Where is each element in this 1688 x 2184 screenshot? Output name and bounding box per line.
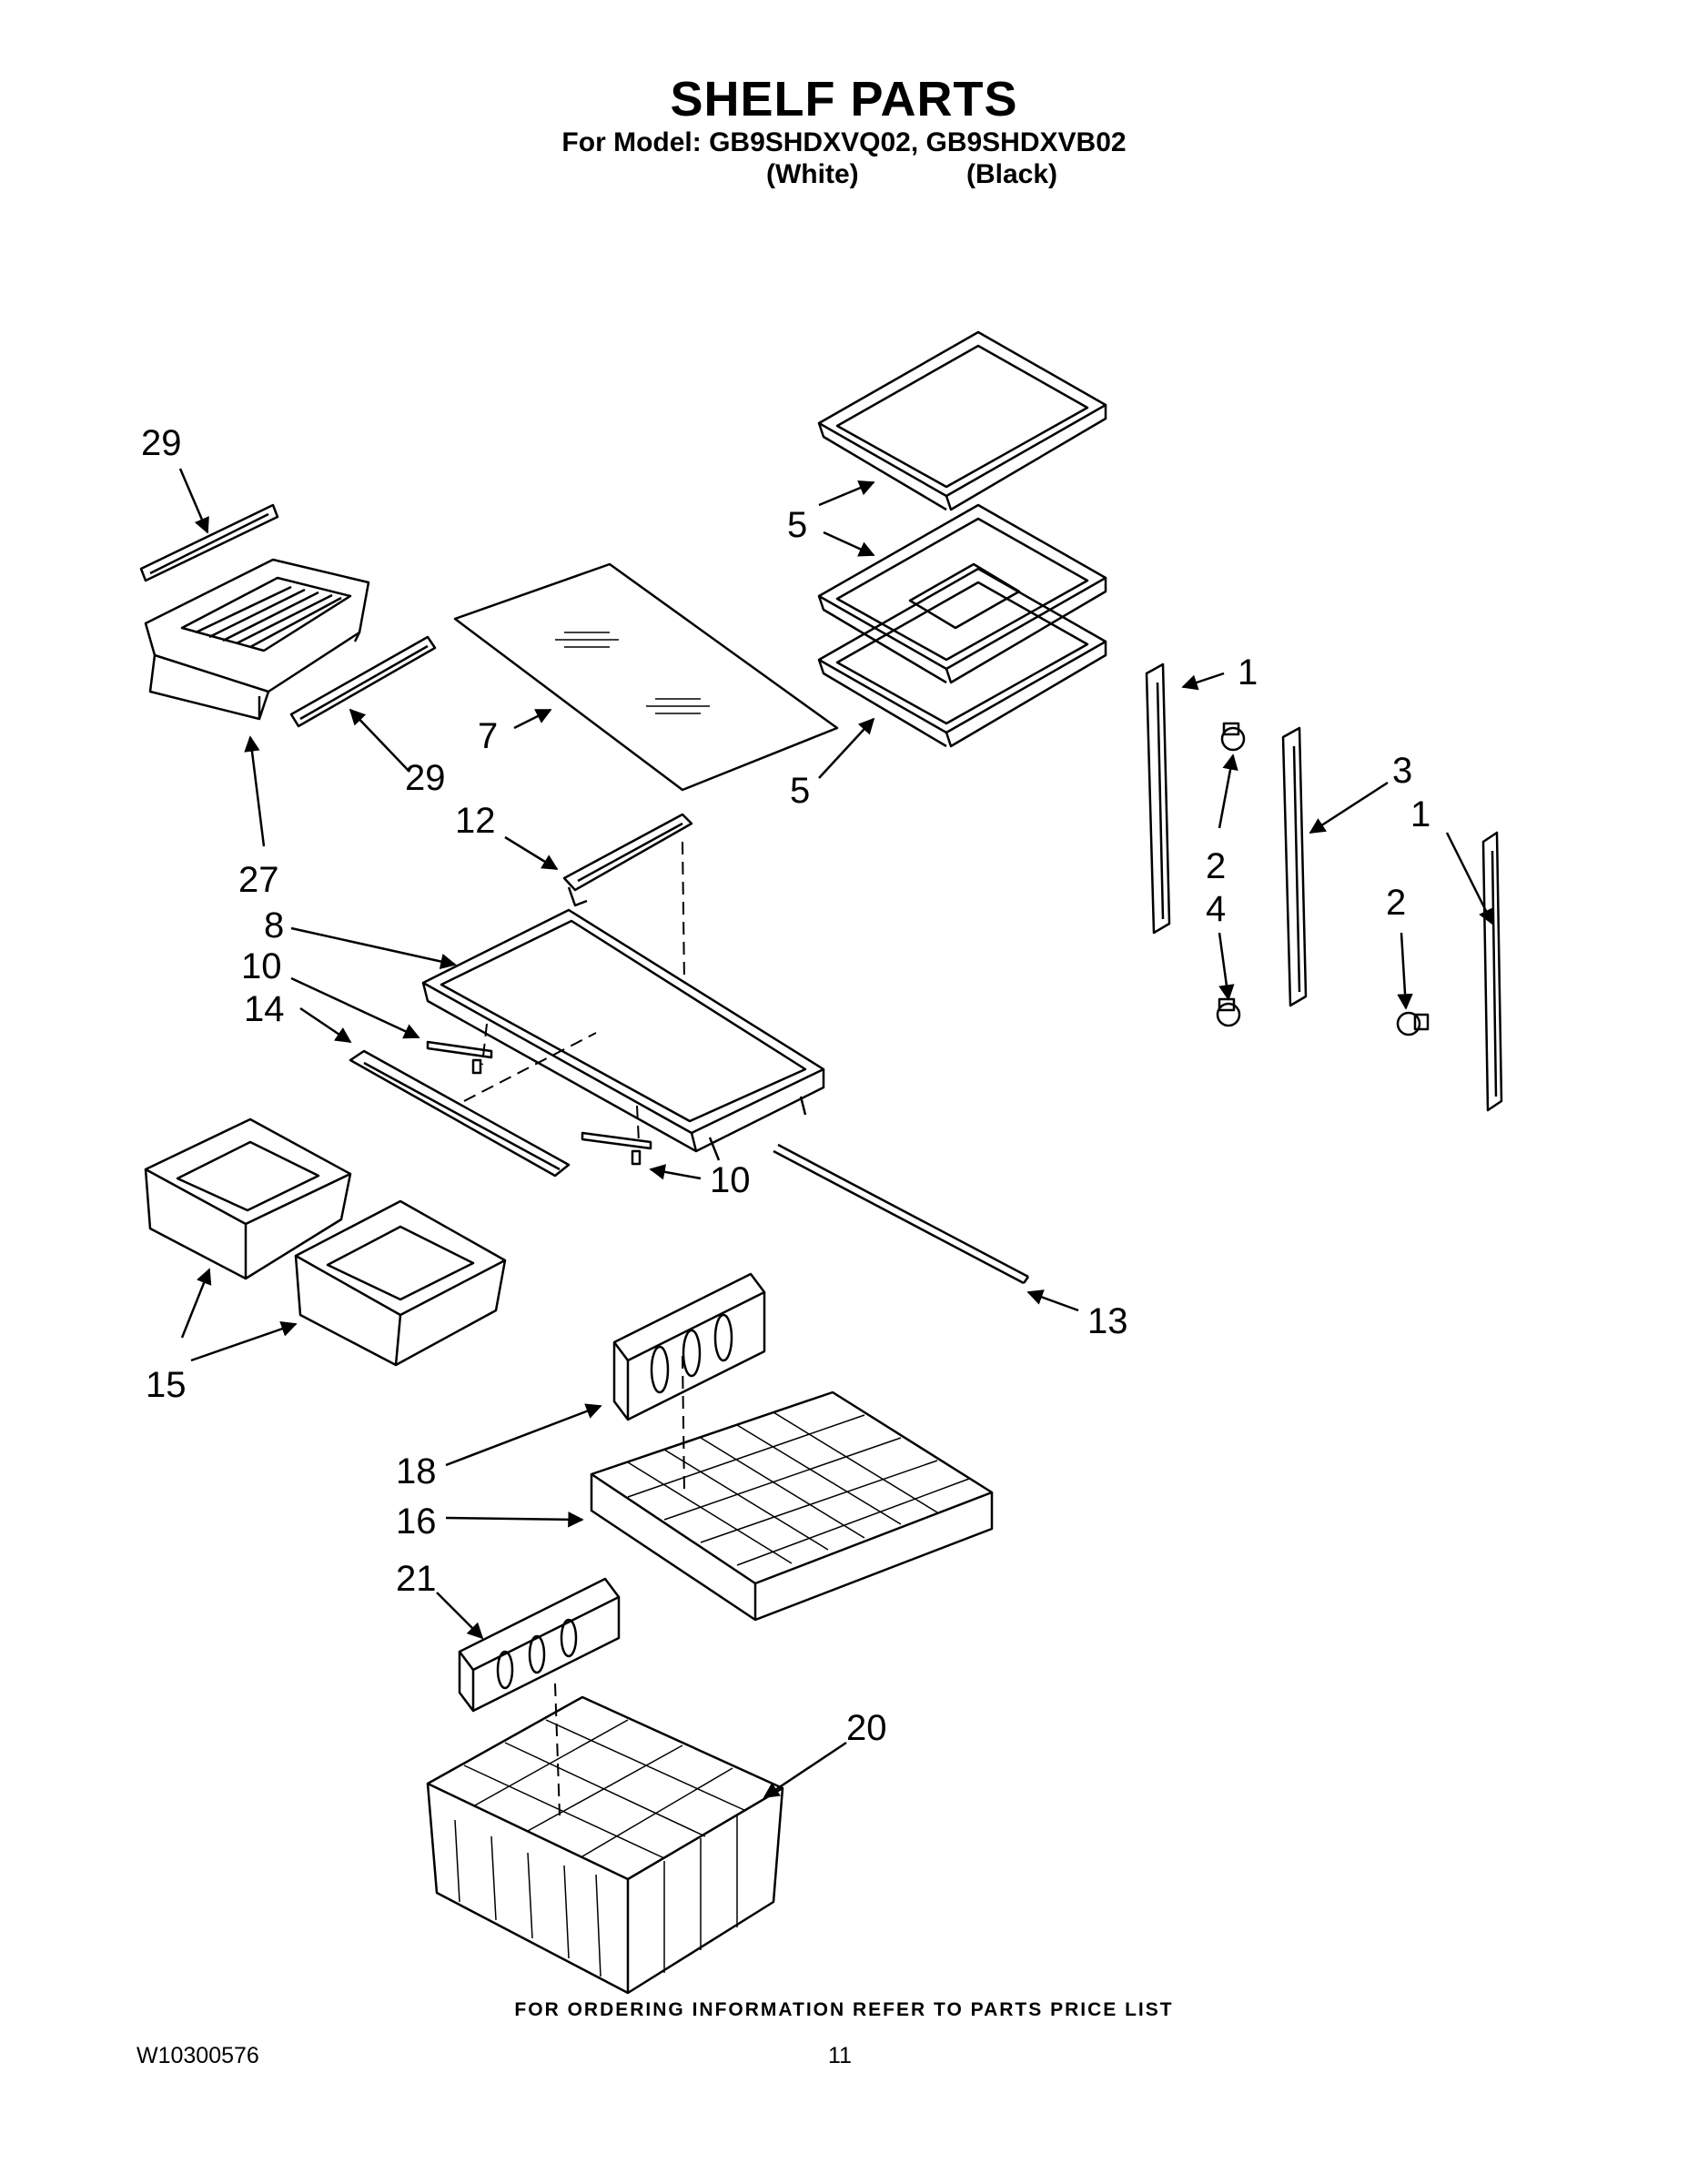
shelf-slide-lower-part	[581, 1131, 652, 1166]
callout-3: 3	[1392, 751, 1412, 791]
document-number: W10300576	[136, 2043, 259, 2068]
screw-right-part	[1396, 1011, 1430, 1036]
shelf-slide-upper-part	[426, 1040, 493, 1075]
screw-middle-part	[1216, 997, 1241, 1027]
callout-15: 15	[146, 1365, 187, 1405]
callout-12: 12	[455, 801, 496, 841]
callout-14: 14	[244, 989, 285, 1029]
callout-20: 20	[846, 1708, 887, 1748]
callout-4: 4	[1206, 889, 1226, 929]
callout-16: 16	[396, 1502, 437, 1542]
callout-1-left: 1	[1238, 652, 1258, 693]
callout-10-lower: 10	[710, 1160, 751, 1200]
storage-bin-left-part	[144, 1117, 352, 1280]
callout-13: 13	[1087, 1301, 1128, 1341]
crisper-trim-bottom-part	[289, 635, 437, 728]
shelf-support-bar-part	[349, 1049, 571, 1178]
glass-shelf-part	[453, 562, 839, 792]
wire-basket-upper-part	[590, 1390, 994, 1622]
callout-29-top: 29	[141, 423, 182, 463]
model-line: For Model: GB9SHDXVQ02, GB9SHDXVB02	[561, 127, 1127, 157]
callout-27: 27	[238, 860, 279, 900]
color-white-label: (White)	[766, 159, 859, 189]
callout-21: 21	[396, 1559, 437, 1599]
wire-shelf-middle-part	[817, 503, 1107, 684]
wire-shelf-top-part	[817, 330, 1107, 511]
callout-8: 8	[264, 905, 284, 945]
screw-upper-part	[1220, 722, 1246, 752]
basket-divider-upper-part	[612, 1272, 766, 1421]
callout-10-upper: 10	[241, 946, 282, 986]
ordering-note: FOR ORDERING INFORMATION REFER TO PARTS …	[514, 1999, 1174, 2020]
wire-shelf-bottom-part	[817, 567, 1107, 748]
callout-5-bottom: 5	[790, 771, 810, 811]
callout-18: 18	[396, 1451, 437, 1491]
page-number: 11	[828, 2043, 852, 2068]
callout-5-top: 5	[787, 505, 807, 545]
shelf-frame-part	[421, 908, 825, 1161]
callout-2-left: 2	[1206, 846, 1226, 886]
shelf-rail-right-part	[1481, 831, 1503, 1112]
storage-bin-right-part	[294, 1199, 507, 1367]
shelf-rail-left-part	[1145, 662, 1171, 935]
crisper-drawer-part	[144, 558, 370, 721]
shelf-rod-part	[773, 1143, 1030, 1285]
color-black-label: (Black)	[966, 159, 1058, 189]
assembly-lines	[463, 841, 685, 1816]
crisper-trim-top-part	[139, 503, 279, 582]
callout-29-bottom: 29	[405, 758, 446, 798]
callout-2-right: 2	[1386, 883, 1406, 923]
shelf-rail-center-part	[1281, 726, 1308, 1007]
leader-arrows	[178, 468, 1494, 1799]
callout-1-right: 1	[1410, 794, 1430, 834]
page-title: SHELF PARTS	[670, 72, 1018, 126]
wire-basket-lower-part	[426, 1695, 784, 1995]
shelf-front-trim-part	[562, 813, 693, 907]
basket-divider-lower-part	[458, 1577, 621, 1713]
callout-7: 7	[478, 716, 498, 756]
